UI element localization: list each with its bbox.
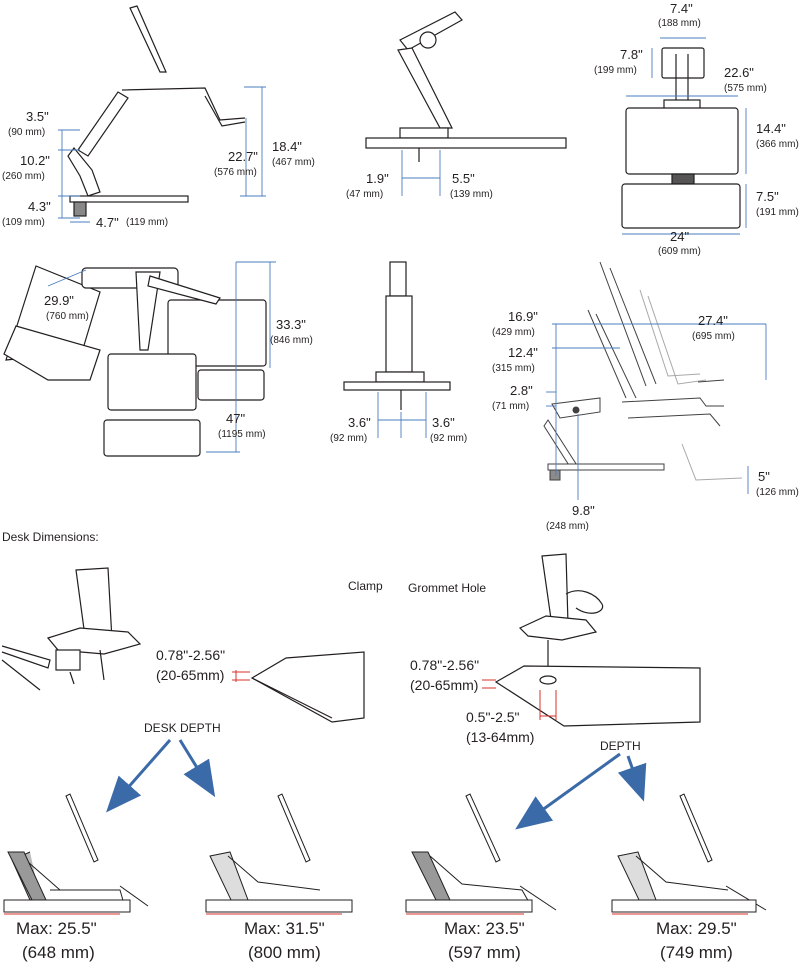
dim-label-mm: (467 mm) (272, 157, 315, 168)
dim-label-mm: (90 mm) (8, 127, 46, 138)
dim-label: 33.3" (276, 317, 306, 332)
dim-label: 3.5" (26, 109, 49, 124)
max-depth-1: Max: 25.5" (16, 919, 97, 938)
dim-label: 22.6" (724, 65, 754, 80)
hole-range-mm: (13-64mm) (466, 729, 535, 745)
front-arm-drawing (365, 11, 567, 162)
desk-depth-arrows (106, 739, 216, 813)
depth-label: DEPTH (600, 739, 641, 753)
dim-label-mm: (109 mm) (2, 217, 45, 228)
range-of-motion-dimensions (546, 323, 767, 500)
side-view-drawing (67, 5, 246, 217)
dim-label: 9.8" (572, 503, 595, 518)
dim-label-mm: (575 mm) (724, 83, 767, 94)
clamp-drawing (1, 567, 142, 691)
dim-label: 16.9" (508, 309, 538, 324)
max-depth-4: Max: 29.5" (656, 919, 737, 938)
dim-label: 4.3" (28, 199, 51, 214)
dim-label: 7.8" (620, 47, 643, 62)
dim-label-mm: (188 mm) (658, 18, 701, 29)
dim-label: 27.4" (698, 313, 728, 328)
grommet-thickness-marker (482, 679, 557, 720)
dim-label: 7.5" (756, 189, 779, 204)
dim-label-mm: (315 mm) (492, 363, 535, 374)
clamp-range-mm: (20-65mm) (156, 667, 225, 683)
top-view-drawing (3, 265, 267, 457)
section-title: Desk Dimensions: (2, 530, 99, 544)
max-depth-2-mm: (800 mm) (248, 943, 321, 962)
dim-label: 2.8" (510, 383, 533, 398)
grommet-range-mm: (20-65mm) (410, 677, 479, 693)
dim-label-mm: (248 mm) (546, 521, 589, 532)
desk-depth-label: DESK DEPTH (144, 721, 221, 735)
grommet-range: 0.78"-2.56" (410, 657, 480, 673)
dim-label: 3.6" (348, 415, 371, 430)
grommet-mount-drawing (343, 261, 451, 410)
dim-label: 14.4" (756, 121, 786, 136)
dim-label: 22.7" (228, 149, 258, 164)
depth-scene-3 (405, 793, 557, 915)
max-depth-1-mm: (648 mm) (22, 943, 95, 962)
back-view-dimensions (622, 37, 747, 235)
top-view-dimensions (47, 261, 276, 453)
depth-scene-2 (205, 793, 353, 915)
dim-label: 5" (758, 469, 770, 484)
dim-label-mm: (609 mm) (658, 246, 701, 257)
dim-label: 3.6" (432, 415, 455, 430)
dim-label-mm: (191 mm) (756, 207, 799, 218)
dim-label-mm: (846 mm) (270, 335, 313, 346)
dim-label-mm: (139 mm) (450, 189, 493, 200)
grommet-mount-dimensions (377, 392, 427, 438)
clamp-range: 0.78"-2.56" (156, 647, 226, 663)
dim-label-mm: (576 mm) (214, 167, 257, 178)
dim-label-mm: (366 mm) (756, 139, 799, 150)
front-arm-dimensions (401, 150, 441, 196)
dim-label: 18.4" (272, 139, 302, 154)
dim-label: 29.9" (44, 293, 74, 308)
clamp-thickness-marker (232, 670, 250, 682)
dim-label-mm: (71 mm) (492, 401, 530, 412)
dim-label: 4.7" (96, 215, 119, 230)
dim-label: 7.4" (670, 1, 693, 16)
dim-label-mm: (199 mm) (594, 65, 637, 76)
dim-label-mm: (47 mm) (346, 189, 384, 200)
dim-label: 12.4" (508, 345, 538, 360)
dim-label: 1.9" (366, 171, 389, 186)
side-view-dimensions (58, 86, 266, 223)
range-of-motion-drawing (543, 261, 743, 481)
max-depth-3-mm: (597 mm) (448, 943, 521, 962)
dim-label-mm: (92 mm) (330, 433, 368, 444)
dim-label-mm: (429 mm) (492, 327, 535, 338)
max-depth-3: Max: 23.5" (444, 919, 525, 938)
dim-label-mm: (126 mm) (756, 487, 799, 498)
dim-label-mm: (1195 mm) (218, 429, 266, 440)
grommet-label: Grommet Hole (408, 581, 487, 595)
dim-label-mm: (695 mm) (692, 331, 735, 342)
dim-label-mm: (119 mm) (126, 217, 169, 228)
depth-arrows (515, 752, 647, 830)
clamp-label: Clamp (348, 579, 383, 593)
dim-label: 5.5" (452, 171, 475, 186)
dim-label-mm: (260 mm) (2, 171, 45, 182)
depth-scene-1 (3, 793, 149, 915)
back-view-drawing (621, 47, 741, 229)
depth-scene-4 (611, 793, 767, 915)
dim-label-mm: (760 mm) (46, 311, 89, 322)
dim-label: 24" (670, 229, 690, 244)
max-depth-4-mm: (749 mm) (660, 943, 733, 962)
dim-label: 47" (226, 411, 246, 426)
dim-label-mm: (92 mm) (430, 433, 468, 444)
desk-edge-clamp (250, 651, 365, 723)
grommet-hole-drawing (494, 553, 701, 727)
dim-label: 10.2" (20, 153, 50, 168)
max-depth-2: Max: 31.5" (244, 919, 325, 938)
hole-range: 0.5"-2.5" (466, 709, 520, 725)
